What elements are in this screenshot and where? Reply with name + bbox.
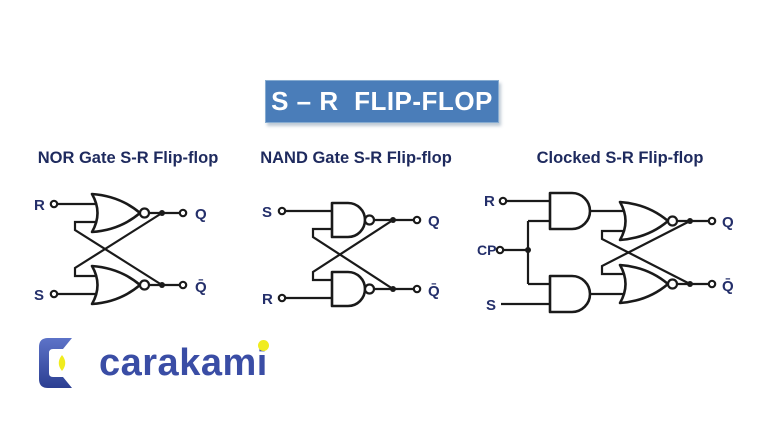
and-gate-bottom [548, 274, 592, 314]
brand-wordmark: carakami [99, 336, 269, 390]
clocked-output-qbar-label: Q̄ [722, 277, 734, 295]
cp-junction-dot [525, 247, 531, 253]
input-terminal [49, 199, 59, 209]
output-terminal [412, 284, 422, 294]
junction-dot [687, 218, 693, 224]
nor-bottom-bubble [138, 279, 151, 291]
nand-output-q-label: Q [428, 213, 440, 230]
input-terminal [277, 293, 287, 303]
nand-input-s-label: S [262, 204, 272, 221]
output-terminal [707, 279, 717, 289]
brand-logo: carakami [36, 336, 269, 390]
input-terminal [49, 289, 59, 299]
and-gate-top [548, 191, 592, 231]
nor-section-title: NOR Gate S-R Flip-flop [37, 149, 219, 167]
input-terminal [495, 245, 505, 255]
input-terminal [277, 206, 287, 216]
nand-input-r-label: R [262, 291, 273, 308]
clocked-section-title: Clocked S-R Flip-flop [536, 149, 704, 167]
nor-gate-bottom [90, 264, 142, 306]
clocked-wires [501, 199, 712, 306]
nor-top-bubble [666, 215, 679, 227]
output-terminal [178, 280, 188, 290]
nand-gate-top [330, 201, 367, 239]
input-terminal [498, 196, 508, 206]
junction-dot [159, 210, 165, 216]
nor-top-bubble [138, 207, 151, 219]
nor-input-s-label: S [34, 287, 44, 304]
nor-wires [57, 202, 183, 296]
nand-flipflop-diagram: S R Q Q̄ [262, 201, 440, 308]
nand-gate-bottom [330, 270, 367, 308]
nand-top-bubble [363, 214, 376, 226]
nor-output-qbar-label: Q̄ [195, 278, 207, 296]
clocked-input-s-label: S [486, 297, 496, 314]
clocked-output-q-label: Q [722, 214, 734, 231]
nor-gate-top [618, 200, 670, 242]
nor-input-r-label: R [34, 197, 45, 214]
junction-dot [687, 281, 693, 287]
nor-output-q-label: Q [195, 206, 207, 223]
nor-flipflop-diagram: R S Q Q̄ [34, 192, 207, 306]
output-terminal [178, 208, 188, 218]
junction-dot [390, 286, 396, 292]
carakami-logo-icon [39, 338, 72, 388]
nor-gate-bottom [618, 263, 670, 305]
junction-dot [159, 282, 165, 288]
nand-output-qbar-label: Q̄ [428, 282, 440, 300]
output-terminal [412, 215, 422, 225]
title-banner: S – R FLIP-FLOP [265, 80, 499, 123]
clocked-input-cp-label: CP [477, 242, 496, 258]
clocked-flipflop-diagram: R CP S Q Q̄ [477, 191, 734, 314]
junction-dot [390, 217, 396, 223]
page-title: S – R FLIP-FLOP [271, 86, 493, 116]
nor-bottom-bubble [666, 278, 679, 290]
nand-bottom-bubble [363, 283, 376, 295]
output-terminal [707, 216, 717, 226]
clocked-input-r-label: R [484, 193, 495, 210]
nor-gate-top [90, 192, 142, 234]
nand-section-title: NAND Gate S-R Flip-flop [260, 149, 452, 167]
